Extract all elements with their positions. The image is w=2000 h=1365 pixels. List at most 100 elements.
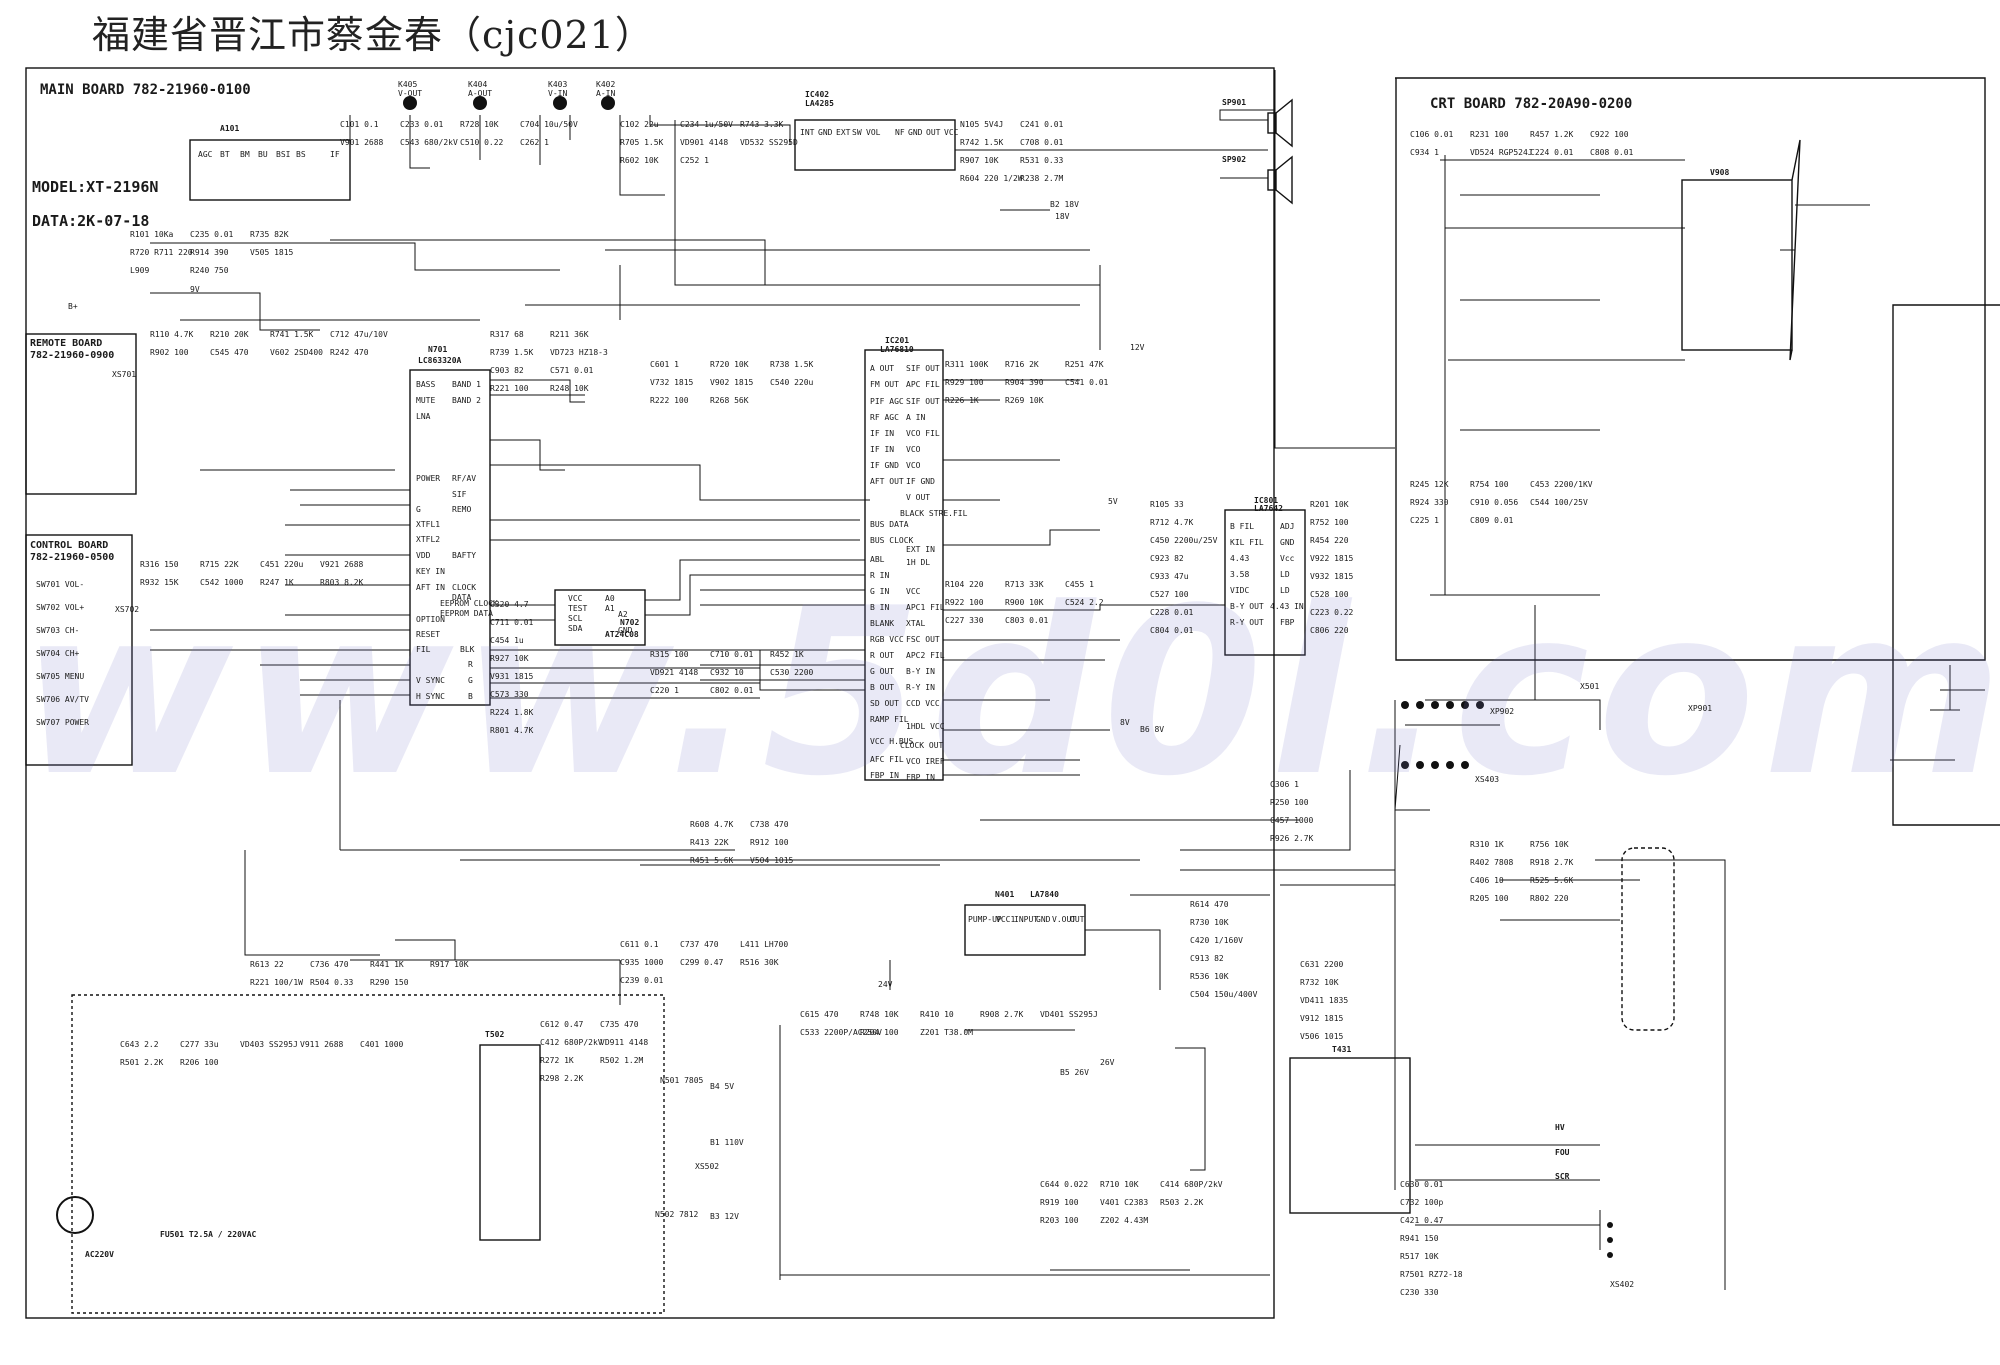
speaker-sp902-label: SP902 [1222, 155, 1247, 164]
component-label: R922 100 [945, 598, 984, 607]
v8-label: 8V [1120, 718, 1130, 727]
component-label: C711 0.01 [490, 618, 534, 627]
component-label: C225 1 [1410, 516, 1439, 525]
ic801-part: LA7642 [1254, 504, 1283, 513]
component-label: C933 47u [1150, 572, 1189, 581]
component-label: C421 0.47 [1400, 1216, 1444, 1225]
ic801-pin-label: 4.43 IN [1270, 602, 1304, 611]
component-label: C540 220u [770, 378, 814, 387]
component-label: R221 100/1W [250, 978, 303, 987]
component-label: V506 1015 [1300, 1032, 1344, 1041]
component-label: C803 0.01 [1005, 616, 1049, 625]
screen-label: SCR [1555, 1172, 1570, 1181]
component-label: R211 36K [550, 330, 589, 339]
ic-n702 [554, 589, 646, 646]
v24-label: 24V [878, 980, 893, 989]
component-label: R452 1K [770, 650, 804, 659]
switch-label[interactable]: SW706 AV/TV [36, 695, 89, 704]
ic201-pin-label: FBP IN [870, 771, 899, 780]
component-label: R715 22K [200, 560, 239, 569]
component-label: R941 150 [1400, 1234, 1439, 1243]
date-label: DATA:2K-07-18 [32, 212, 150, 230]
component-label: C455 1 [1065, 580, 1094, 589]
ic-ic402 [794, 119, 956, 171]
component-label: V931 1815 [490, 672, 534, 681]
component-label: V912 1815 [1300, 1014, 1344, 1023]
jack-k403-label: V-IN [548, 89, 568, 98]
component-label: C527 100 [1150, 590, 1189, 599]
component-label: R269 10K [1005, 396, 1044, 405]
component-label: N105 5V4J [960, 120, 1004, 129]
component-label: C710 0.01 [710, 650, 754, 659]
component-label: C401 1000 [360, 1040, 404, 1049]
switch-label[interactable]: SW707 POWER [36, 718, 89, 727]
n401-pin-label: PUMP-UP [968, 915, 1002, 924]
n701-pin-label: V SYNC [416, 676, 445, 685]
switch-label[interactable]: SW701 VOL- [36, 580, 85, 589]
component-label: C922 100 [1590, 130, 1629, 139]
transformer-t502 [479, 1044, 541, 1241]
ic201-pin-label: B-Y IN [906, 667, 935, 676]
n401-pin-label: OUT [1070, 915, 1085, 924]
ic801-pin-label: GND [1280, 538, 1295, 547]
output-b2: B2 18V [1050, 200, 1079, 209]
component-label: R501 2.2K [120, 1058, 164, 1067]
component-label: R7501 RZ72-18 [1400, 1270, 1463, 1279]
ic201-pin-label: CLOCK OUT [900, 741, 944, 750]
jack-k402-label: A-IN [596, 89, 616, 98]
component-label: R525 5.6K [1530, 876, 1574, 885]
component-label: C601 1 [650, 360, 679, 369]
component-label: R316 150 [140, 560, 179, 569]
jack-k405-ref: K405 [398, 80, 418, 89]
ic402-pin-label: VCC [944, 128, 959, 137]
switch-label[interactable]: SW705 MENU [36, 672, 85, 681]
v26-label: 26V [1100, 1058, 1115, 1067]
tuner-pin-label: BT [220, 150, 230, 159]
regulator-7812: N502 7812 [655, 1210, 699, 1219]
ic201-pin-label: AFT OUT [870, 477, 904, 486]
ic201-pin-label: BUS CLOCK [870, 536, 914, 545]
component-label: R250 100 [1270, 798, 1309, 807]
component-label: R613 22 [250, 960, 284, 969]
n702-pin-label: GND [618, 626, 633, 635]
component-label: C233 0.01 [400, 120, 444, 129]
connector-xs402: XS402 [1610, 1280, 1635, 1289]
component-label: C544 100/25V [1530, 498, 1588, 507]
n701-pin-label: BLK [460, 645, 475, 654]
jack-k404-label: A-OUT [468, 89, 493, 98]
component-label: V401 C2383 [1100, 1198, 1149, 1207]
component-label: C412 680P/2kV [540, 1038, 603, 1047]
ic201-pin-label: R-Y IN [906, 683, 935, 692]
component-label: C406 10 [1470, 876, 1504, 885]
ic801-pin-label: KIL FIL [1230, 538, 1264, 547]
component-label: C414 680P/2kV [1160, 1180, 1223, 1189]
component-label: C644 0.022 [1040, 1180, 1089, 1189]
remote-board-outline [25, 333, 137, 495]
n701-pin-label: BAND 2 [452, 396, 481, 405]
component-label: R738 1.5K [770, 360, 814, 369]
component-label: VD921 4148 [650, 668, 699, 677]
component-label: C806 220 [1310, 626, 1349, 635]
watermark: www.5d0l.com [20, 560, 2000, 827]
component-label: R710 10K [1100, 1180, 1139, 1189]
component-label: C543 680/2kV [400, 138, 458, 147]
switch-label[interactable]: SW703 CH- [36, 626, 80, 635]
ic201-pin-label: BLANK [870, 619, 895, 628]
switch-label[interactable]: SW702 VOL+ [36, 603, 85, 612]
component-label: R205 100 [1470, 894, 1509, 903]
component-label: R614 470 [1190, 900, 1229, 909]
component-label: C299 0.47 [680, 958, 724, 967]
component-label: R917 10K [430, 960, 469, 969]
n701-pin-label: BASS [416, 380, 436, 389]
component-label: VD901 4148 [680, 138, 729, 147]
n702-pin-label: A0 [605, 594, 615, 603]
component-label: C306 1 [1270, 780, 1299, 789]
component-label: C234 1u/50V [680, 120, 733, 129]
t502-ref: T502 [485, 1030, 505, 1039]
ic-n401 [964, 904, 1086, 956]
crt-board-outline [1395, 77, 1986, 661]
component-label: Z202 4.43M [1100, 1216, 1149, 1225]
ic201-pin-label: IF GND [870, 461, 899, 470]
switch-label[interactable]: SW704 CH+ [36, 649, 80, 658]
n701-pin-label: POWER [416, 474, 441, 483]
